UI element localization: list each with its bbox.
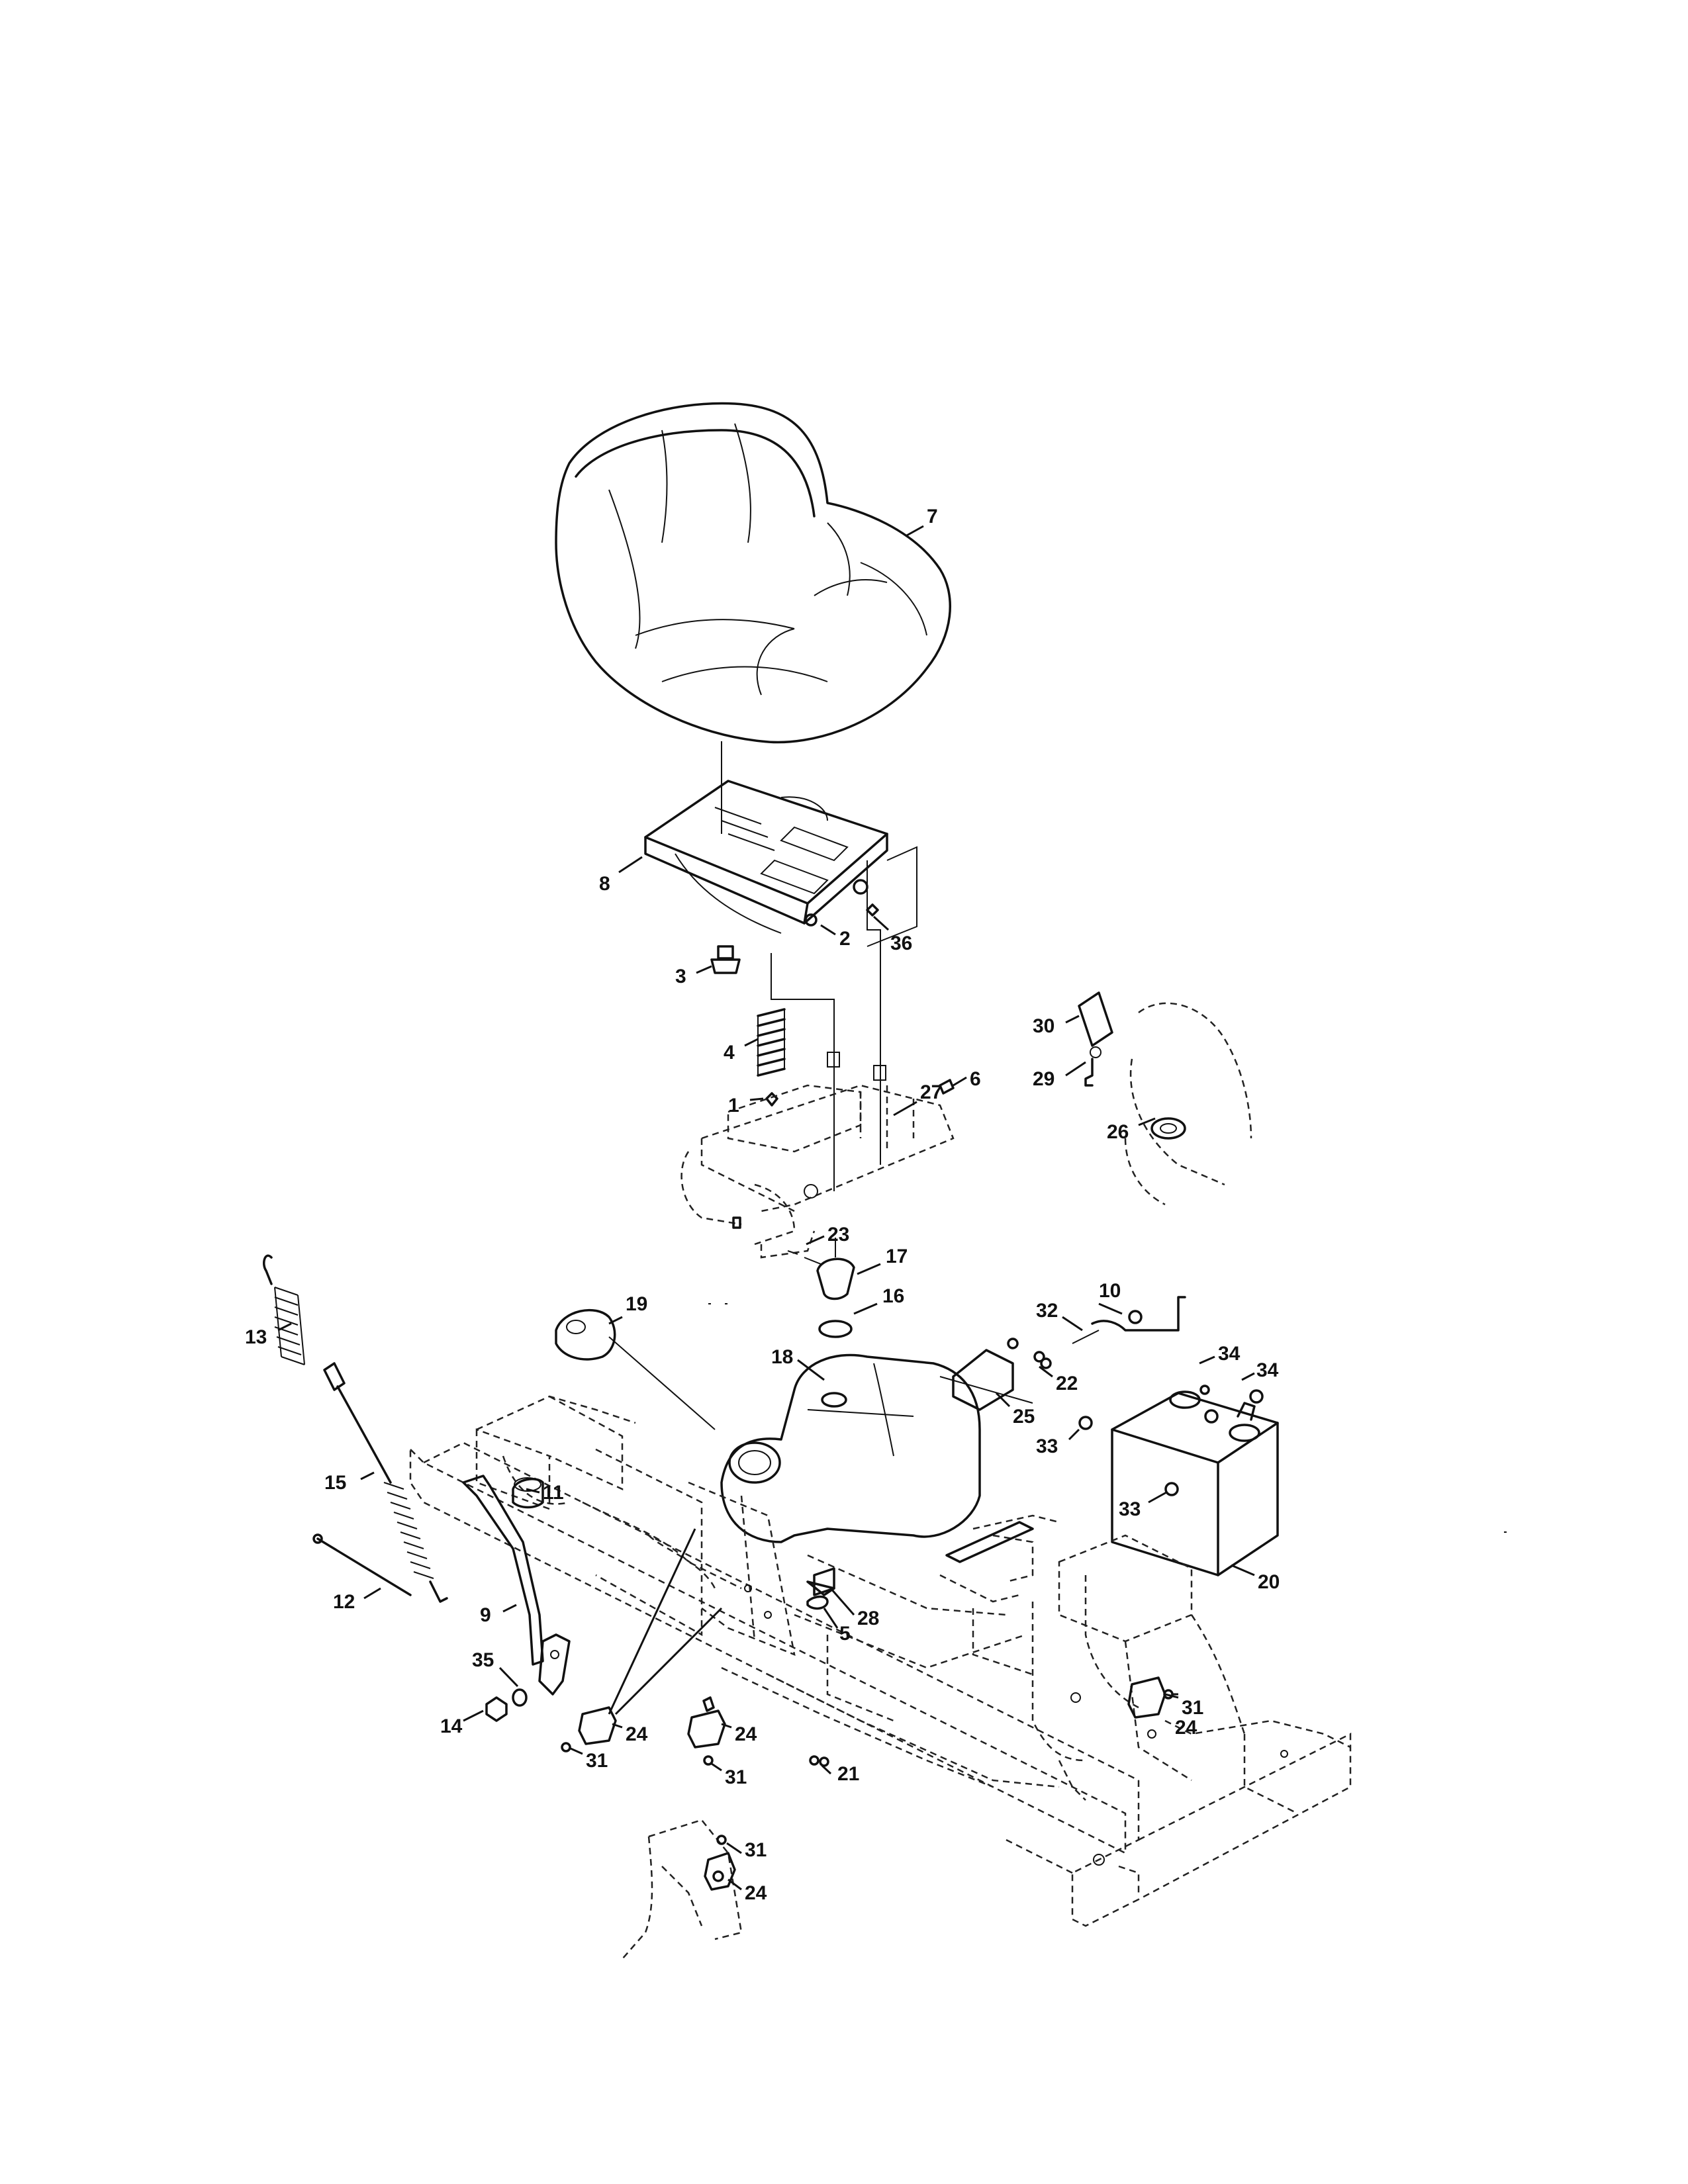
callout-20: 20 [1258,1571,1280,1593]
callout-22: 22 [1056,1373,1078,1394]
callout-35: 35 [472,1649,494,1671]
callout-11: 11 [543,1482,564,1504]
callout-5: 5 [839,1623,851,1645]
interlock-switch-a [561,1706,617,1752]
callout-17: 17 [886,1246,908,1267]
callout-1: 1 [728,1095,739,1116]
callout-18: 18 [771,1346,793,1368]
callout-21: 21 [837,1763,859,1785]
seat-support-outline [680,1052,955,1259]
callout-32: 32 [1036,1300,1058,1322]
callout-4: 4 [724,1042,735,1064]
interlock-switch-c [1127,1676,1174,1719]
stray-marks [708,1303,1507,1533]
leader-lines [277,525,1255,1891]
callout-19: 19 [626,1293,647,1315]
callout-34-a: 34 [1218,1343,1241,1365]
callout-31-a: 31 [586,1750,608,1772]
callout-33-a: 33 [1036,1435,1058,1457]
callout-36: 36 [890,933,912,954]
callout-9: 9 [480,1604,491,1626]
spring-rod-part [312,1533,412,1596]
callout-31-d: 31 [745,1839,767,1861]
fuel-cap-part [555,1308,716,1430]
callout-10: 10 [1099,1280,1121,1302]
interlock-switch-b [687,1696,726,1766]
solenoid-part [939,1338,1052,1411]
callout-24-d: 24 [745,1882,767,1904]
callout-30: 30 [1033,1015,1055,1037]
callout-23: 23 [827,1224,849,1246]
callout-8: 8 [599,873,610,895]
fuel-bushing-part [787,1238,855,1338]
battery-cable-part [1072,1296,1186,1344]
callout-33-b: 33 [1119,1498,1141,1520]
frame-outline [409,1395,1352,1927]
lever-part [462,1475,571,1696]
callout-34-b: 34 [1256,1359,1279,1381]
clip-28-5 [806,1580,835,1610]
nut-washer-part [485,1688,528,1722]
callout-15: 15 [324,1472,346,1494]
battery-part [1078,1385,1279,1576]
callout-29: 29 [1033,1068,1055,1090]
callout-12: 12 [333,1591,355,1613]
callout-labels: 7 8 2 36 3 4 1 27 6 30 29 26 23 17 16 19… [245,506,1280,1904]
callout-16: 16 [882,1285,904,1307]
callout-28: 28 [857,1608,879,1629]
spring-part [757,1008,786,1077]
callout-26: 26 [1107,1121,1129,1143]
frame-details [744,1567,1288,1758]
callout-31-c: 31 [1182,1697,1203,1719]
inset-bracket [622,1819,743,1960]
callout-25: 25 [1013,1406,1035,1428]
fuel-tank-part [720,1353,981,1543]
callout-2: 2 [839,928,851,950]
seat-pan-part [644,780,888,934]
callout-24-b: 24 [735,1723,757,1745]
callout-13: 13 [245,1326,267,1348]
callout-6: 6 [970,1068,981,1090]
callout-14: 14 [440,1715,463,1737]
cable-assembly-part [263,1254,448,1603]
callout-24-a: 24 [626,1723,648,1745]
ignition-key-area [1078,991,1252,1206]
knob-part [512,1477,544,1509]
callout-31-b: 31 [725,1766,747,1788]
seat-part [555,402,951,744]
callout-27: 27 [920,1081,942,1103]
callout-24-c: 24 [1175,1717,1197,1739]
callout-3: 3 [675,966,686,987]
seat-hardware [710,846,917,1191]
callout-7: 7 [927,506,938,527]
bolt-21 [809,1755,829,1767]
